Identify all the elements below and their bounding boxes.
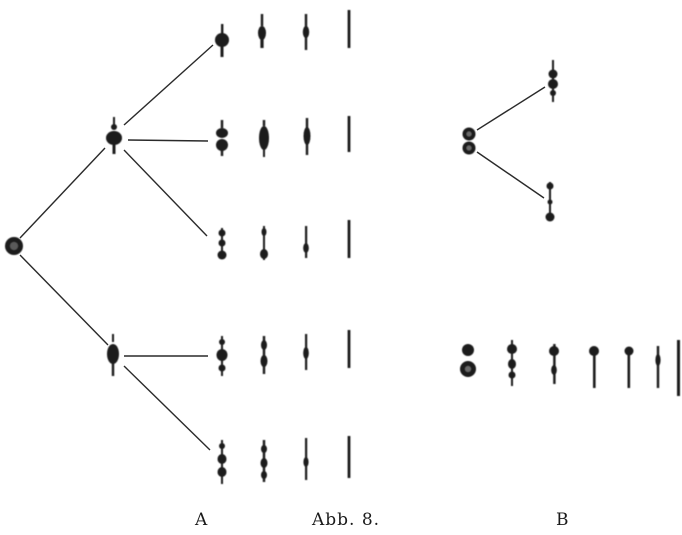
line-lower-to-row5 — [123, 365, 211, 451]
b-seq-2 — [507, 340, 517, 386]
root-cell-figure — [5, 237, 23, 255]
b-upper-figure — [548, 60, 558, 102]
panel-b-lines — [476, 86, 546, 199]
panel-b-nodes — [460, 60, 680, 396]
line-root-to-lower — [19, 254, 109, 346]
row-3-series — [217, 220, 351, 260]
lower-branch-figure — [107, 334, 119, 376]
line-upper-to-row1 — [123, 44, 214, 126]
b-seq-7 — [677, 340, 680, 396]
panel-a-nodes — [5, 10, 351, 484]
row-2-series — [216, 116, 351, 157]
panel-a-lines — [19, 44, 214, 451]
b-seq-5 — [624, 346, 634, 388]
row-5-series — [217, 436, 351, 484]
b-origin-figure — [462, 127, 476, 155]
line-upper-to-row2 — [127, 139, 209, 142]
panel-b-label: B — [556, 510, 569, 530]
line-upper-to-row3 — [123, 149, 208, 237]
row-1-series — [215, 10, 351, 57]
b-lower-figure — [545, 182, 555, 222]
b-seq-1 — [460, 344, 476, 377]
line-b-to-lower — [476, 151, 545, 199]
row-4-series — [216, 330, 351, 376]
panel-a-label: A — [195, 510, 208, 530]
line-b-to-upper — [476, 86, 546, 131]
b-series — [460, 340, 680, 396]
b-seq-3 — [549, 344, 559, 384]
b-seq-6 — [655, 346, 661, 388]
upper-branch-figure — [106, 117, 122, 154]
line-root-to-upper — [19, 147, 106, 239]
b-seq-4 — [589, 346, 599, 388]
figure-title: Abb. 8. — [312, 510, 381, 530]
